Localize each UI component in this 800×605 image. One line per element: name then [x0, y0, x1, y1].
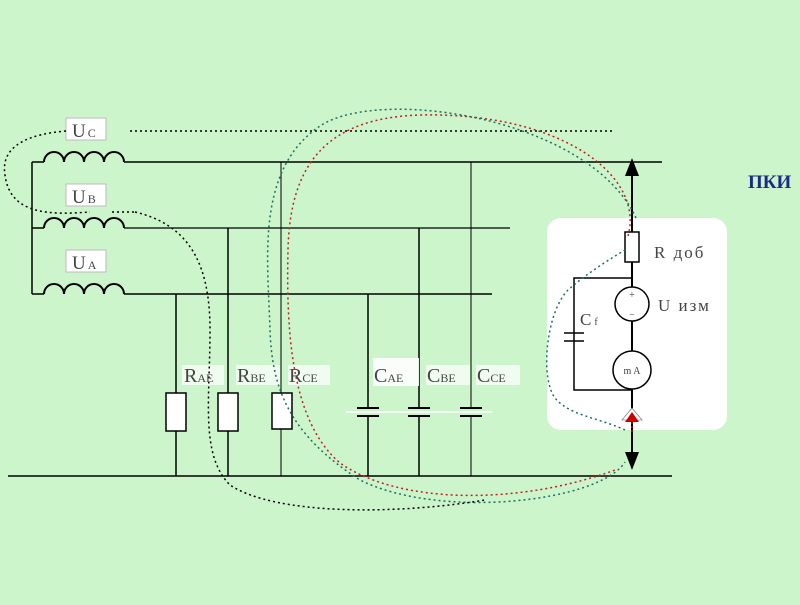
resistor-rce [271, 392, 293, 430]
cf-branch-wire [573, 277, 632, 391]
red-leakage-path [286, 114, 631, 497]
coil-phase-b [43, 217, 125, 229]
resistor-rbe [217, 392, 239, 432]
label-rdob: R доб [654, 243, 705, 262]
green-leakage-path [266, 108, 637, 504]
label-cae: CAE [374, 365, 403, 387]
label-rbe: RBE [237, 365, 266, 387]
coil-phase-a [43, 283, 125, 295]
resistor-rae [165, 392, 187, 432]
pki-label: ПКИ [748, 172, 792, 193]
ua-label-box [65, 249, 107, 273]
label-ma: m A [624, 366, 642, 377]
label-rae: RAE [184, 365, 213, 387]
ub-label-box [65, 183, 107, 207]
measurement-panel [547, 218, 727, 430]
plus-sign: + [629, 290, 635, 301]
coil-phase-c [43, 151, 125, 163]
green-panel-path [545, 249, 626, 431]
label-cce: CCE [477, 365, 506, 387]
dotted-loop-left [3, 130, 91, 214]
label-uizm: U изм [658, 296, 711, 315]
black-dotted-path [134, 211, 486, 511]
voltage-source-uizm [614, 286, 650, 322]
label-cbe: CBE [427, 365, 456, 387]
red-arrow-icon [625, 412, 639, 422]
uc-label-box [65, 117, 107, 141]
arrow-up-icon [625, 158, 639, 176]
minus-sign: − [629, 310, 635, 321]
arrow-down-icon [625, 452, 639, 470]
resistor-rdob [624, 231, 640, 263]
label-rce: RCE [289, 365, 318, 387]
milliammeter [612, 350, 652, 390]
